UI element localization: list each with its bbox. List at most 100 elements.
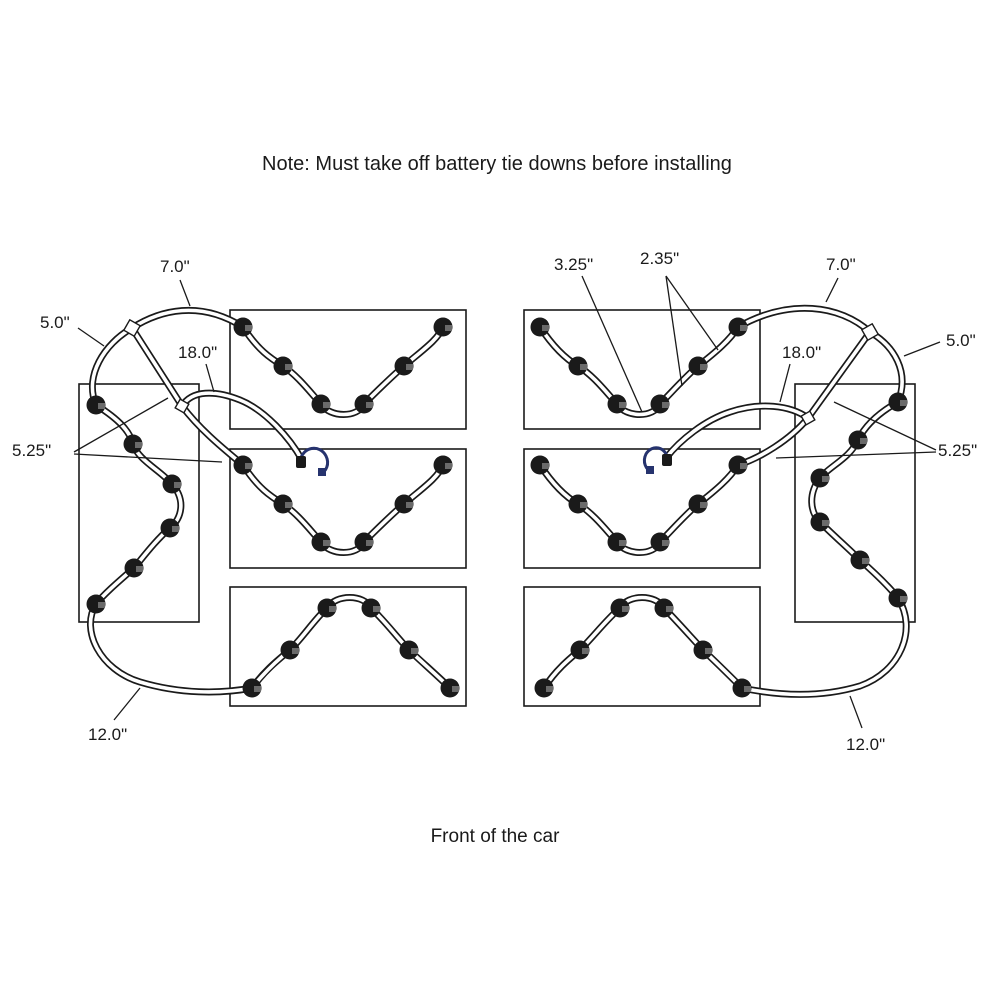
- valve-cap-icon: [850, 550, 870, 570]
- valve-fitting-icon: [822, 520, 829, 526]
- valve-fitting-icon: [542, 463, 549, 469]
- battery-boxes: [78, 309, 916, 707]
- leader-right-12in: [849, 695, 863, 729]
- label-right-12in: 12.0": [846, 735, 885, 754]
- valve-cap-icon: [433, 317, 453, 337]
- leader-left-18in: [205, 363, 215, 393]
- valve-cap-icon: [732, 678, 752, 698]
- valve-fitting-icon: [323, 402, 330, 408]
- valve-cap-icon: [654, 598, 674, 618]
- valve-cap-icon: [394, 356, 414, 376]
- valve-fitting-icon: [900, 400, 907, 406]
- valve-cap-icon: [688, 494, 708, 514]
- label-left-525in: 5.25": [12, 441, 51, 460]
- valve-cap-icon: [728, 455, 748, 475]
- valve-cap-icon: [160, 518, 180, 538]
- valve-fitting-icon: [662, 540, 669, 546]
- valve-cap-icon: [361, 598, 381, 618]
- label-right-525in: 5.25": [938, 441, 977, 460]
- leader-right-5in: [903, 341, 941, 357]
- label-right-235in: 2.35": [640, 249, 679, 268]
- valve-cap-icon: [311, 394, 331, 414]
- leader-right-235in-b: [665, 275, 719, 351]
- hoses: [87, 304, 910, 698]
- front-of-car-label: Front of the car: [431, 826, 561, 847]
- leader-right-325in: [581, 275, 643, 413]
- valve-cap-icon: [848, 430, 868, 450]
- valve-cap-icon: [610, 598, 630, 618]
- valve-fitting-icon: [411, 648, 418, 654]
- tee-fitting-left-mid: [174, 398, 190, 414]
- battery-left-top: [229, 309, 467, 430]
- leader-right-235in-a: [665, 275, 683, 387]
- valve-fitting-icon: [580, 502, 587, 508]
- valve-cap-icon: [311, 532, 331, 552]
- leader-left-5in: [77, 327, 105, 347]
- valve-fitting-icon: [862, 558, 869, 564]
- valve-cap-icon: [233, 455, 253, 475]
- valve-cap-icon: [888, 392, 908, 412]
- valve-fitting-icon: [622, 606, 629, 612]
- valve-cap-icon: [728, 317, 748, 337]
- valve-fitting-icon: [452, 686, 459, 692]
- valve-cap-icon: [530, 455, 550, 475]
- valve-fitting-icon: [582, 648, 589, 654]
- valve-cap-icon: [86, 594, 106, 614]
- valve-fitting-icon: [445, 463, 452, 469]
- valve-fitting-icon: [172, 526, 179, 532]
- valve-fitting-icon: [666, 606, 673, 612]
- installation-note: Note: Must take off battery tie downs be…: [262, 153, 732, 175]
- valve-fitting-icon: [700, 364, 707, 370]
- valve-cap-icon: [693, 640, 713, 660]
- valve-fitting-icon: [329, 606, 336, 612]
- valve-fitting-icon: [542, 325, 549, 331]
- valve-fitting-icon: [136, 566, 143, 572]
- valve-fitting-icon: [323, 540, 330, 546]
- valve-fitting-icon: [744, 686, 751, 692]
- label-left-7in: 7.0": [160, 257, 190, 276]
- dimension-labels: 7.0" 5.0" 18.0" 5.25" 12.0" 3.25" 2.35" …: [12, 249, 977, 754]
- valve-fitting-icon: [822, 476, 829, 482]
- leader-right-525in-a: [833, 401, 937, 451]
- valve-cap-icon: [810, 468, 830, 488]
- valve-cap-icon: [280, 640, 300, 660]
- valve-cap-icon: [242, 678, 262, 698]
- valve-fitting-icon: [245, 463, 252, 469]
- valve-fitting-icon: [700, 502, 707, 508]
- leader-lines: [73, 275, 941, 729]
- leader-left-7in: [179, 279, 191, 307]
- valve-fitting-icon: [619, 402, 626, 408]
- valve-caps: [86, 317, 908, 698]
- valve-cap-icon: [650, 394, 670, 414]
- tee-fitting-left-top: [122, 318, 142, 338]
- valve-fitting-icon: [174, 482, 181, 488]
- valve-cap-icon: [888, 588, 908, 608]
- valve-cap-icon: [86, 395, 106, 415]
- valve-cap-icon: [607, 394, 627, 414]
- valve-cap-icon: [354, 532, 374, 552]
- valve-fitting-icon: [292, 648, 299, 654]
- fill-connector-right-icon: [642, 446, 672, 474]
- fill-connectors: [296, 446, 672, 476]
- battery-right-top: [523, 309, 761, 430]
- valve-cap-icon: [440, 678, 460, 698]
- battery-right-bottom: [523, 586, 761, 707]
- valve-cap-icon: [124, 558, 144, 578]
- valve-cap-icon: [570, 640, 590, 660]
- valve-fitting-icon: [285, 502, 292, 508]
- valve-cap-icon: [233, 317, 253, 337]
- valve-cap-icon: [433, 455, 453, 475]
- valve-fitting-icon: [406, 364, 413, 370]
- valve-fitting-icon: [373, 606, 380, 612]
- battery-left-middle: [229, 448, 467, 569]
- valve-cap-icon: [650, 532, 670, 552]
- label-right-5in: 5.0": [946, 331, 976, 350]
- fill-connector-left-icon: [296, 446, 330, 476]
- valve-cap-icon: [162, 474, 182, 494]
- valve-fitting-icon: [619, 540, 626, 546]
- valve-cap-icon: [568, 494, 588, 514]
- leader-left-525in-b: [73, 453, 223, 463]
- valve-fitting-icon: [135, 442, 142, 448]
- valve-cap-icon: [123, 434, 143, 454]
- valve-fitting-icon: [98, 403, 105, 409]
